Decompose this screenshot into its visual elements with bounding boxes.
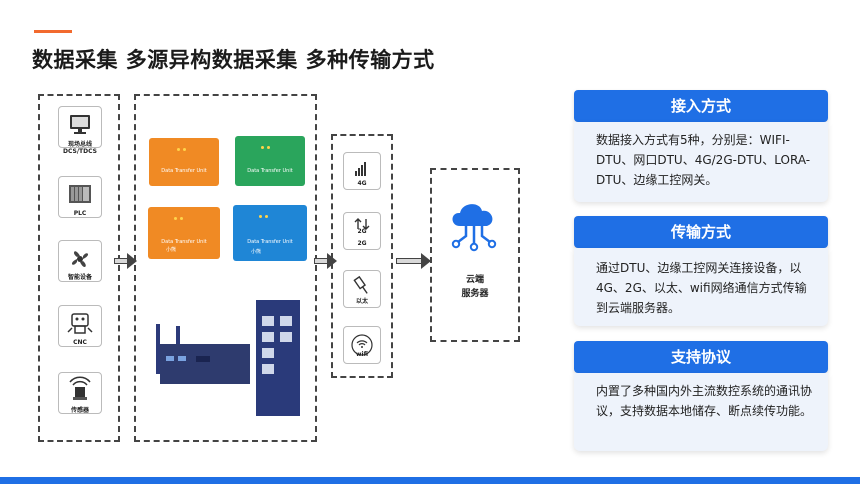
network-label-wifi: wifi: [355, 351, 369, 358]
signal-icon: [343, 152, 381, 190]
network-badge-2g: 2G: [357, 228, 367, 235]
network-label-ethernet: 以太: [355, 298, 368, 305]
cloud-group: [430, 168, 520, 342]
arrow-right-icon: [114, 253, 138, 269]
dtu-device: Data Transfer Unit: [235, 136, 305, 186]
wifi-icon: [343, 326, 381, 364]
arrow-right-icon: [396, 253, 432, 269]
network-label-4g: 4G: [357, 180, 367, 187]
source-label-cnc: CNC: [73, 339, 87, 346]
page-title: 数据采集 多源异构数据采集 多种传输方式: [32, 48, 435, 72]
cloud-network-icon: [442, 196, 506, 254]
network-label-2g: 2G: [357, 240, 367, 247]
ethernet-icon: [343, 270, 381, 308]
dtu-device: Data Transfer Unit 小熊: [233, 205, 307, 261]
card-body-access: 数据接入方式有5种，分别是：WIFI-DTU、网口DTU、4G/2G-DTU、L…: [574, 122, 828, 202]
arrow-right-icon: [314, 253, 338, 269]
dtu-device: Data Transfer Unit 小熊: [148, 207, 220, 259]
edge-gateway-image: [146, 296, 306, 418]
source-label-plc: PLC: [73, 210, 87, 217]
card-title-protocol: 支持协议: [574, 341, 828, 373]
accent-line: [34, 30, 72, 33]
sensor-icon: [58, 372, 102, 414]
cloud-label-line2: 服务器: [461, 289, 489, 299]
fan-icon: [58, 240, 102, 282]
card-body-protocol: 内置了多种国内外主流数控系统的通讯协议，支持数据本地储存、断点续传功能。: [574, 373, 828, 451]
source-label-fieldbus: 现场总线 DCS/TDCS: [63, 141, 97, 155]
card-title-access: 接入方式: [574, 90, 828, 122]
footer-bar: [0, 477, 860, 484]
updown-arrows-icon: [343, 212, 381, 250]
card-body-transport: 通过DTU、边缘工控网关连接设备，以4G、2G、以太、wifi网络通信方式传输到…: [574, 248, 828, 326]
sources-group: [38, 94, 120, 442]
source-label-sensor: 传感器: [70, 407, 89, 414]
plc-icon: [58, 176, 102, 218]
card-title-transport: 传输方式: [574, 216, 828, 248]
monitor-icon: [58, 106, 102, 148]
source-label-smart-device: 智能设备: [67, 274, 92, 281]
robot-icon: [58, 305, 102, 347]
cloud-label-line1: 云端: [465, 275, 484, 285]
dtu-device: Data Transfer Unit: [149, 138, 219, 186]
